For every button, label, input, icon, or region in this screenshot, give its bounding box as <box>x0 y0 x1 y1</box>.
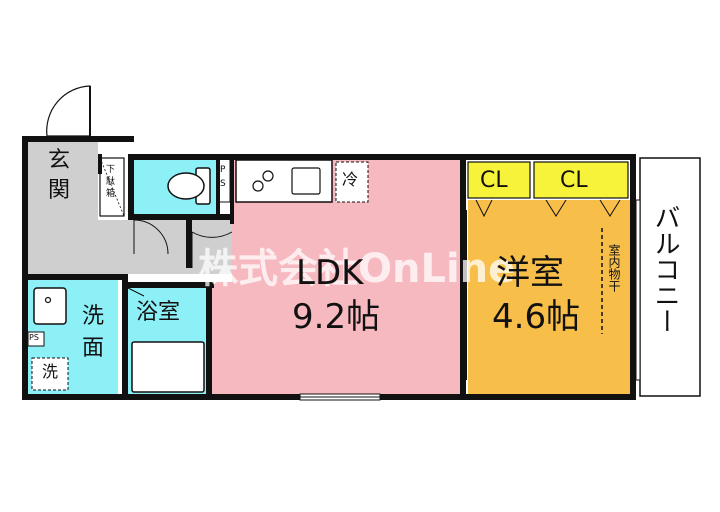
closet-2 <box>533 161 629 199</box>
yoshitsu-name: 洋室 <box>496 253 564 293</box>
bathroom-label: 浴室 <box>136 300 181 325</box>
washroom-label-2: 面 <box>82 336 105 361</box>
balcony-label: バルコニー <box>650 204 680 334</box>
genkan-area <box>26 142 98 220</box>
bathtub-icon <box>131 341 205 393</box>
entrance-door <box>46 85 91 137</box>
fridge-label: 冷 <box>342 170 359 189</box>
windows <box>299 199 641 401</box>
washer-label: 洗 <box>42 362 59 381</box>
ps-label-1: P <box>220 165 226 175</box>
drying-label: 室内物干 <box>607 244 621 292</box>
interior-doors <box>127 210 467 380</box>
ps-wash-label: PS <box>29 333 39 342</box>
genkan-label-1: 玄 <box>48 148 71 173</box>
closet-1-label: CL <box>480 168 508 193</box>
closet-doors <box>475 199 621 218</box>
closet-1 <box>467 161 531 199</box>
balcony <box>639 157 701 397</box>
yoshitsu-size: 4.6帖 <box>492 297 581 337</box>
washer-space <box>31 357 69 391</box>
genkan-label-2: 関 <box>48 178 71 203</box>
closet-2-label: CL <box>560 168 588 193</box>
ps-label-2: S <box>220 179 226 189</box>
ldk-room <box>210 158 462 396</box>
getabako-label-3: 箱 <box>106 189 116 199</box>
fridge-space <box>335 161 369 203</box>
getabako-label-2: 駄 <box>106 177 116 187</box>
ldk-size: 9.2帖 <box>292 297 381 337</box>
sink-icon <box>33 287 67 325</box>
ldk-name: LDK <box>296 253 364 293</box>
yoshitsu-room <box>468 200 630 396</box>
toilet-icon <box>167 167 211 205</box>
watermark-text: 株式会社OnLine <box>198 246 516 292</box>
kitchen-counter <box>235 159 333 203</box>
corridor <box>26 220 232 274</box>
washroom-label-1: 洗 <box>82 304 105 329</box>
getabako-label-1: 下 <box>106 165 116 175</box>
